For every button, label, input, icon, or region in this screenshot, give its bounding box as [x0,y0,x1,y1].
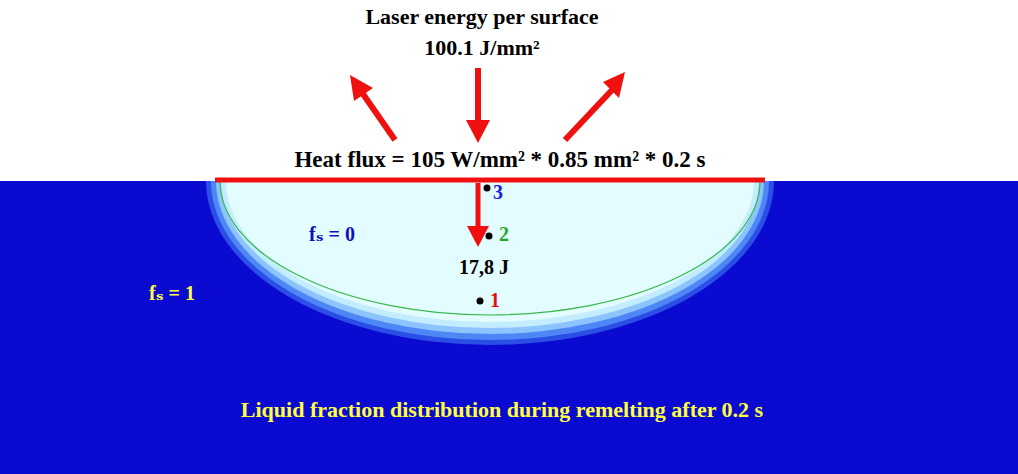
isotherm-line [220,181,760,315]
mushy-band [221,181,759,328]
mushy-band [206,181,774,345]
mushy-band [211,181,769,340]
callout-number: 2 [499,223,509,245]
callout-number: 3 [493,181,503,203]
fraction-label: fₛ = 1 [149,282,195,304]
heat-flux-formula: Heat flux = 105 W/mm² * 0.85 mm² * 0.2 s [294,147,705,172]
probe-point [477,298,484,305]
heated-surface-line [215,178,765,183]
energy-value: 100.1 J/mm² [424,36,539,60]
laser-caption: Laser energy per surface [365,5,598,29]
probe-point [484,185,491,192]
callout-number: 1 [490,289,500,311]
mushy-band [216,181,764,334]
bottom-caption: Liquid fraction distribution during reme… [241,398,763,422]
probe-point [486,233,493,240]
liquid-pool [226,181,754,322]
energy-value: 17,8 J [459,256,509,278]
fraction-label: fₛ = 0 [309,223,355,245]
